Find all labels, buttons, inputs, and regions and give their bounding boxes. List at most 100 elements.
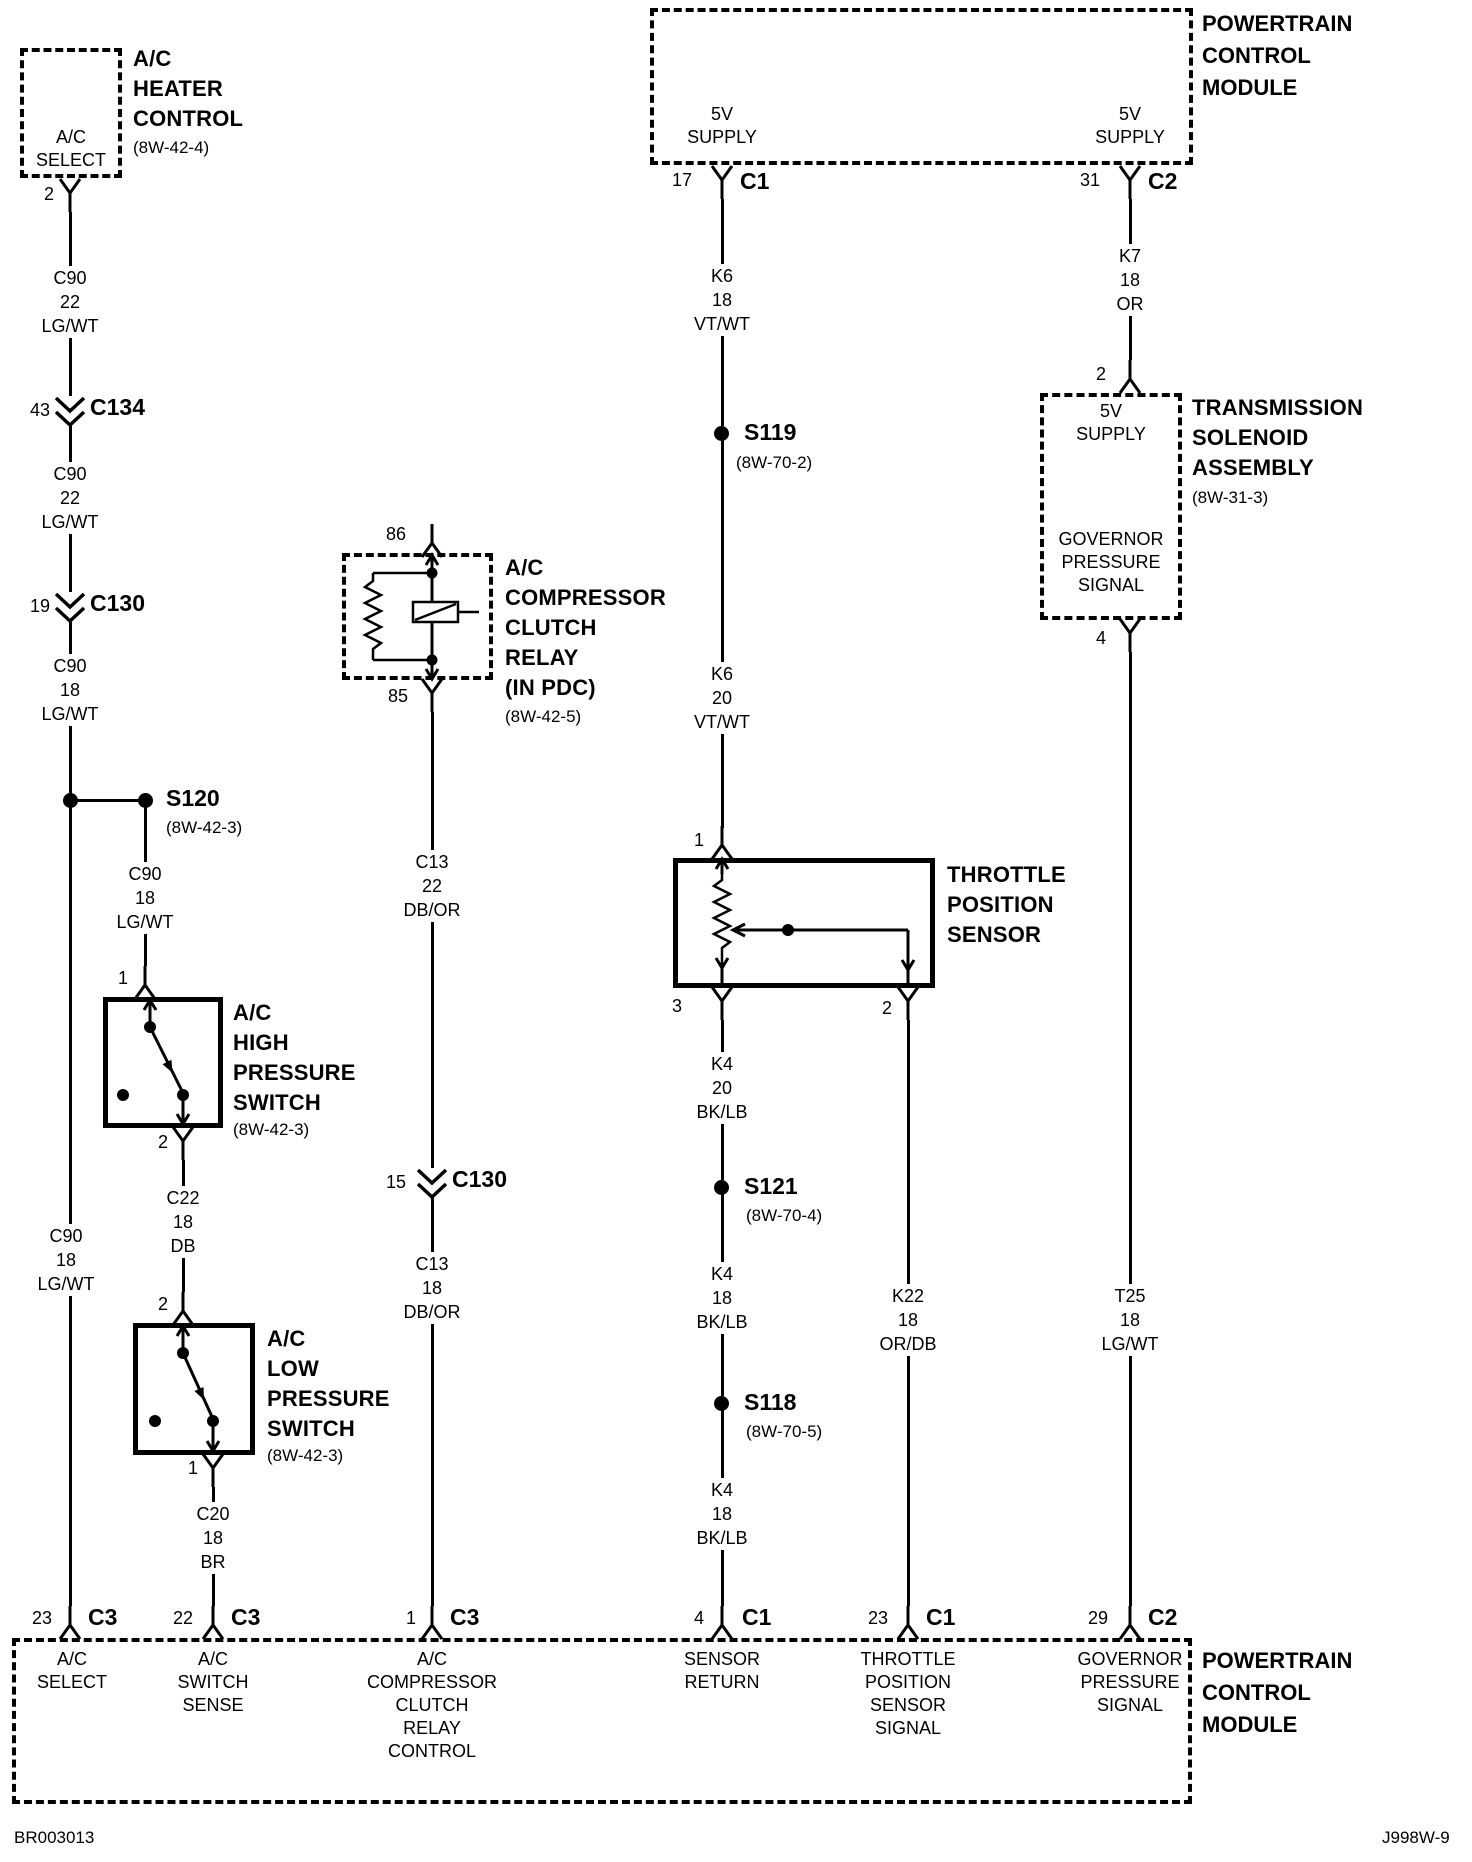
ac-heater-control-box [20, 48, 122, 178]
connector-fork-icon [201, 1606, 225, 1640]
wire-segment [721, 1124, 724, 1180]
ac-select-label: A/C SELECT [35, 127, 107, 170]
connector-fork-icon [171, 1126, 195, 1160]
wire-segment [721, 734, 724, 828]
ac-compressor-clutch-relay-name: A/C COMPRESSOR CLUTCH RELAY (IN PDC) [505, 555, 666, 700]
connector-name: C1 [926, 1604, 956, 1630]
pin-number: 2 [157, 1132, 168, 1152]
sheet-number: J998W-9 [1382, 1828, 1450, 1847]
relay-coil-icon [362, 552, 479, 682]
wire-segment [69, 726, 72, 1224]
ac-heater-control-name: A/C HEATER CONTROL [133, 46, 244, 131]
connector-name: C3 [231, 1604, 261, 1630]
pin-number: 1 [405, 1608, 416, 1628]
connector-fork-icon [710, 1606, 734, 1640]
wire-segment [212, 1574, 215, 1606]
wire-label: C13 18 DB/OR [400, 1252, 464, 1324]
pin-number: 22 [172, 1608, 193, 1628]
inline-connector-icon [54, 396, 86, 428]
wire-label: C13 22 DB/OR [400, 850, 464, 922]
pin-number: 1 [117, 968, 128, 988]
pin-number: 15 [385, 1172, 406, 1192]
ac-compressor-clutch-relay-box [342, 553, 493, 680]
pin-number: 4 [693, 1608, 704, 1628]
wire-label: C90 18 LG/WT [38, 654, 102, 726]
ac-high-pressure-switch-name: A/C HIGH PRESSURE SWITCH [233, 1000, 356, 1115]
connector-fork-icon [171, 1292, 195, 1326]
splice-ref: (8W-42-3) [166, 818, 243, 837]
wire-segment [907, 1020, 910, 1284]
pin-number: 43 [29, 400, 50, 420]
connector-fork-icon [710, 165, 734, 199]
wire-label: K7 18 OR [1113, 244, 1147, 316]
wire-segment [431, 712, 434, 850]
wire-segment [69, 426, 72, 462]
ac-low-pressure-switch-ref: (8W-42-3) [267, 1446, 344, 1465]
wire-segment [907, 1356, 910, 1606]
powertrain-control-module-name: POWERTRAIN CONTROL MODULE [1202, 11, 1353, 100]
wire-segment [182, 1160, 185, 1186]
inline-connector-icon [54, 592, 86, 624]
wire-segment [721, 1194, 724, 1262]
wire-segment [1129, 652, 1132, 1284]
wire-segment [70, 799, 146, 802]
pin-number: 23 [867, 1608, 888, 1628]
wire-segment [69, 622, 72, 654]
pin-number: 2 [157, 1294, 168, 1314]
ac-high-pressure-switch-box [103, 997, 223, 1128]
connector-name: C1 [740, 168, 770, 194]
throttle-position-sensor-name: THROTTLE POSITION SENSOR [947, 862, 1066, 947]
wire-label: C90 22 LG/WT [38, 462, 102, 534]
pin-number: 19 [29, 596, 50, 616]
pin-number: 1 [693, 830, 704, 850]
pin-number: 3 [671, 996, 682, 1016]
switch-symbol-icon [149, 1323, 221, 1454]
wire-segment [212, 1487, 215, 1502]
splice-name: S121 [744, 1173, 798, 1199]
connector-name: C2 [1148, 168, 1178, 194]
splice-dot-icon [714, 1180, 729, 1195]
wire-label: K4 18 BK/LB [693, 1262, 751, 1334]
signal-name: GOVERNOR PRESSURE SIGNAL [1077, 1649, 1183, 1715]
pin-number: 86 [385, 524, 406, 544]
wire-segment [431, 1198, 434, 1252]
ac-high-pressure-switch-ref: (8W-42-3) [233, 1120, 310, 1139]
powertrain-control-module-top-box [650, 8, 1193, 165]
connector-name: C130 [90, 590, 145, 616]
wire-label: C90 18 LG/WT [34, 1224, 98, 1296]
ac-heater-control-ref: (8W-42-4) [133, 138, 210, 157]
drawing-number: BR003013 [14, 1828, 95, 1847]
wire-label: K22 18 OR/DB [876, 1284, 940, 1356]
wire-segment [144, 934, 147, 966]
transmission-solenoid-assembly-ref: (8W-31-3) [1192, 488, 1269, 507]
connector-fork-icon [420, 1606, 444, 1640]
pin-number: 17 [671, 170, 692, 190]
solenoid-signal-label: GOVERNOR PRESSURE SIGNAL [1058, 529, 1164, 595]
signal-name: A/C SWITCH SENSE [177, 1649, 249, 1715]
connector-fork-icon [58, 178, 82, 212]
wire-segment [1129, 316, 1132, 360]
signal-name: SENSOR RETURN [683, 1649, 761, 1692]
throttle-position-sensor-box [673, 858, 935, 988]
wire-segment [721, 1550, 724, 1606]
wire-segment [69, 1296, 72, 1606]
wire-segment [69, 338, 72, 396]
splice-name: S119 [744, 419, 797, 445]
wire-segment [69, 212, 72, 266]
wire-label: K4 20 BK/LB [693, 1052, 751, 1124]
supply-label: 5V SUPPLY [687, 104, 757, 147]
splice-name: S120 [166, 785, 220, 811]
pin-number: 85 [387, 686, 408, 706]
solenoid-supply-label: 5V SUPPLY [1076, 401, 1146, 444]
pin-number: 4 [1095, 628, 1106, 648]
pin-number: 1 [187, 1458, 198, 1478]
connector-fork-icon [710, 826, 734, 860]
pin-number: 2 [881, 998, 892, 1018]
connector-name: C1 [742, 1604, 772, 1630]
splice-dot-icon [714, 1396, 729, 1411]
pin-number: 23 [31, 1608, 52, 1628]
pin-number: 31 [1079, 170, 1100, 190]
splice-name: S118 [744, 1389, 797, 1415]
wire-segment [721, 440, 724, 662]
